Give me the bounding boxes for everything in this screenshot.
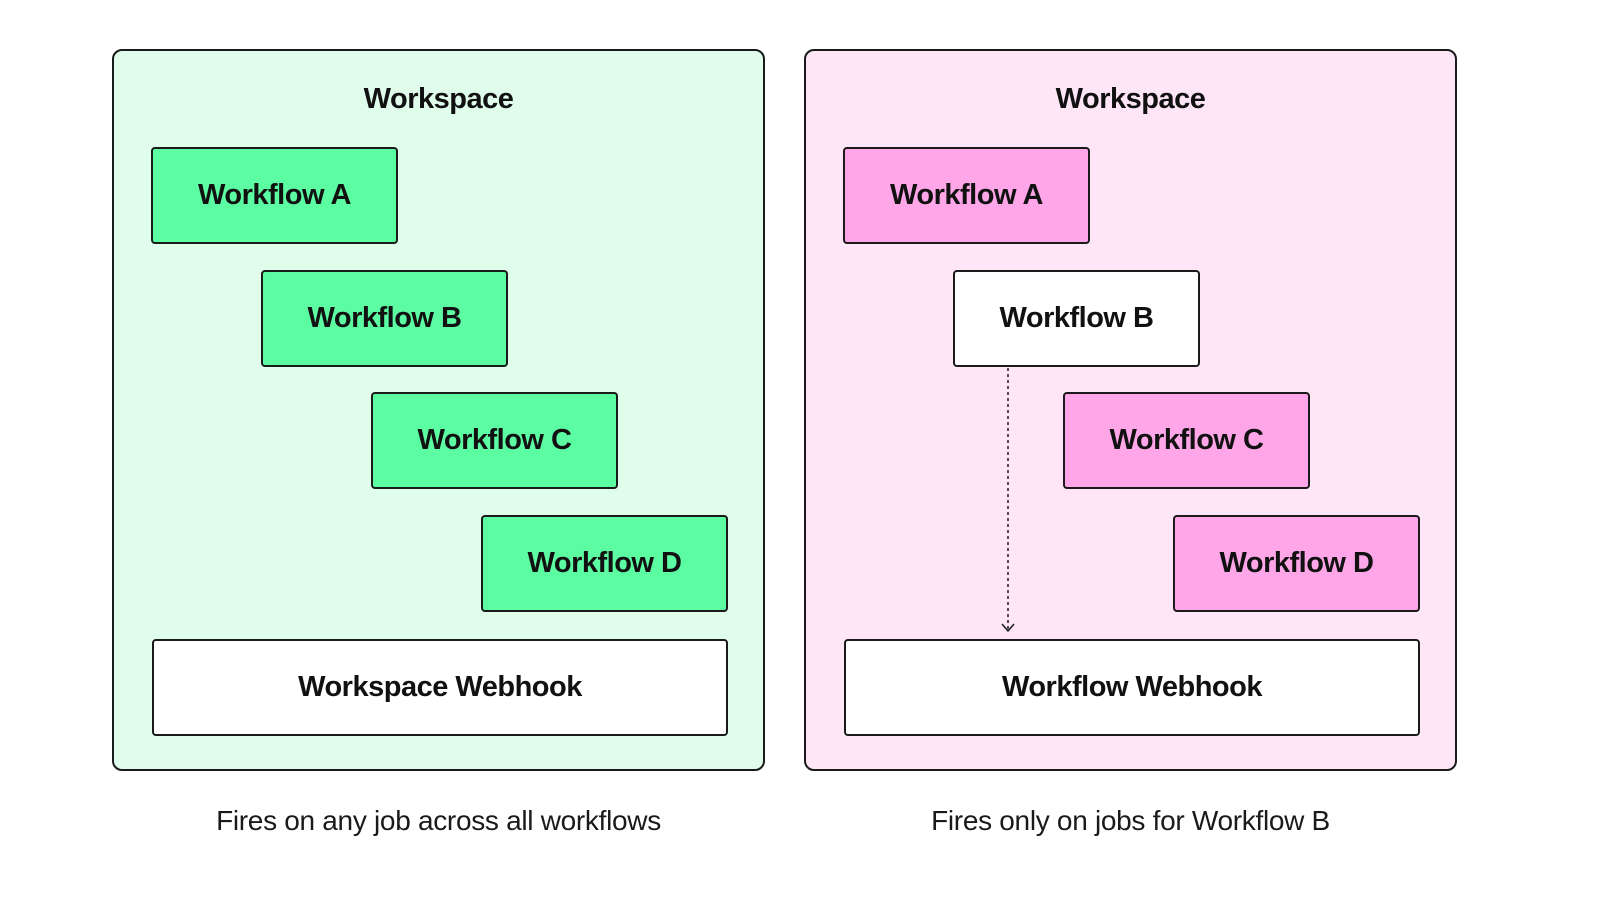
workspace-panel-right: Workspace Workflow A Workflow B Workflow… <box>804 49 1457 771</box>
panel-title: Workspace <box>1055 83 1206 115</box>
panel-title: Workspace <box>363 83 514 115</box>
workflow-webhook-box: Workflow Webhook <box>844 639 1420 736</box>
left-caption: Fires on any job across all workflows <box>216 805 661 836</box>
dashed-arrow-connector <box>1001 368 1015 633</box>
workspace-panel-left: Workspace Workflow A Workflow B Workflow… <box>112 49 765 771</box>
workflow-d-box: Workflow D <box>481 515 728 612</box>
workspace-webhook-box: Workspace Webhook <box>152 639 728 736</box>
right-caption: Fires only on jobs for Workflow B <box>931 805 1330 836</box>
workflow-b-box: Workflow B <box>953 270 1200 367</box>
workflow-a-box: Workflow A <box>151 147 398 244</box>
workflow-c-box: Workflow C <box>1063 392 1310 489</box>
workflow-a-box: Workflow A <box>843 147 1090 244</box>
workflow-b-box: Workflow B <box>261 270 508 367</box>
workflow-d-box: Workflow D <box>1173 515 1420 612</box>
workflow-c-box: Workflow C <box>371 392 618 489</box>
